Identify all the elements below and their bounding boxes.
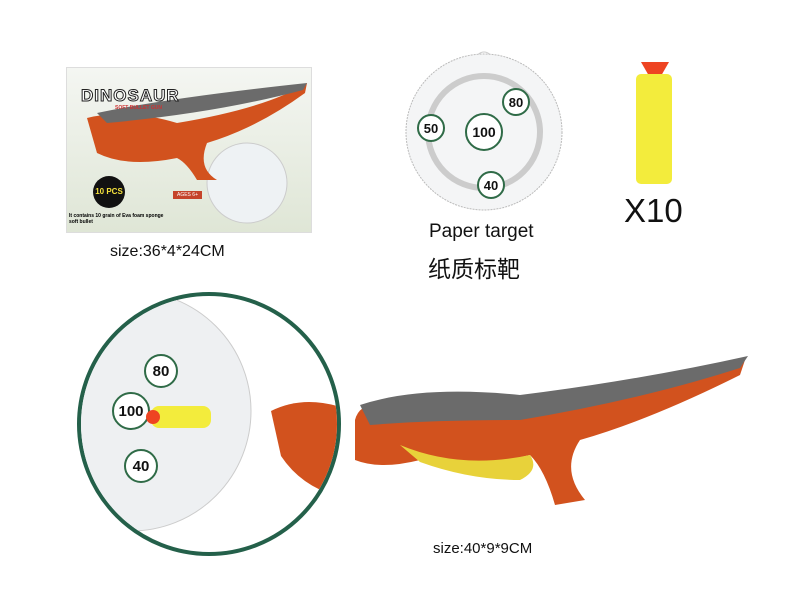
brand-logo: DINOSAUR xyxy=(81,86,180,106)
brand-subtitle: SOFT BULLET GUN xyxy=(115,105,162,111)
age-badge: AGES 6+ xyxy=(173,191,202,199)
score-100: 100 xyxy=(472,124,496,140)
package-box: DINOSAUR SOFT BULLET GUN 10 PCS AGES 6+ … xyxy=(66,67,312,233)
score-40: 40 xyxy=(483,178,499,193)
toy-size: size:40*9*9CM xyxy=(433,540,533,557)
target-label-en: Paper target xyxy=(429,221,534,242)
zoom-score-100: 100 xyxy=(118,403,144,420)
zoom-art xyxy=(81,296,337,532)
package-size: size:36*4*24CM xyxy=(110,243,225,260)
zoom-score-80: 80 xyxy=(152,363,170,380)
count-badge: 10 PCS xyxy=(93,176,125,208)
zoom-score-40: 40 xyxy=(132,458,150,475)
package-note: It contains 10 grain of Eva foam sponge … xyxy=(69,213,164,225)
score-50: 50 xyxy=(423,121,439,136)
package-art xyxy=(87,83,307,224)
zoom-circle: 80 100 40 xyxy=(77,292,341,556)
score-80: 80 xyxy=(508,95,524,110)
bullet-quantity: X10 xyxy=(624,192,683,229)
target-label-zh: 纸质标靶 xyxy=(428,256,520,282)
